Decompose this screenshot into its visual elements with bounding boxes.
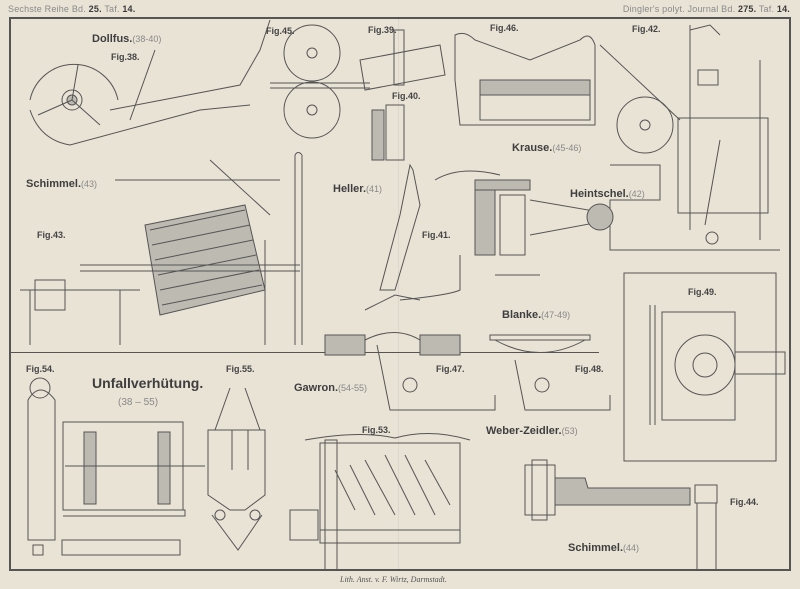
author-name: Heintschel. <box>570 188 629 200</box>
section-label-schimmel-44: Schimmel.(44) <box>568 542 639 554</box>
fig39-drawing <box>359 29 446 91</box>
plate-prefix: Taf. <box>758 4 775 14</box>
figure-range: (43) <box>81 179 98 189</box>
section-divider <box>9 352 599 353</box>
fig-label-42: Fig.42. <box>632 24 661 34</box>
fig38-drawing <box>29 19 271 146</box>
fig40-drawing <box>371 104 405 161</box>
fig47-drawing <box>324 332 496 411</box>
header-left: Sechste Reihe Bd. 25. Taf. 14. <box>8 4 135 14</box>
section-label-schimmel-43: Schimmel.(43) <box>26 178 97 190</box>
fig43-drawing <box>20 152 303 345</box>
fig-label-53: Fig.53. <box>362 425 391 435</box>
fig-label-46: Fig.46. <box>490 23 519 33</box>
fig53-drawing <box>289 432 471 571</box>
series-label: Sechste Reihe Bd. <box>8 4 86 14</box>
fig45-drawing <box>270 24 370 139</box>
section-label-weber-zeidler: Weber-Zeidler.(53) <box>486 425 578 437</box>
fig55-drawing <box>207 387 266 551</box>
plate-prefix: Taf. <box>104 4 120 14</box>
journal-label: Dingler's polyt. Journal Bd. <box>622 4 736 14</box>
figure-range: (41) <box>366 184 383 194</box>
fig-label-55: Fig.55. <box>226 364 255 374</box>
section-label-gawron: Gawron.(54-55) <box>294 382 367 394</box>
fig-label-39: Fig.39. <box>368 25 397 35</box>
fig54-drawing <box>27 377 205 556</box>
author-name: Blanke. <box>502 309 542 321</box>
section-label-heller: Heller.(41) <box>333 183 382 195</box>
author-name: Krause. <box>512 142 553 154</box>
plate-number: 14. <box>776 4 790 14</box>
author-name: Heller. <box>333 183 367 195</box>
volume-number: 275. <box>737 4 757 14</box>
figure-range: (38-40) <box>132 34 162 44</box>
fig-label-45: Fig.45. <box>266 26 295 36</box>
figure-range: (54-55) <box>338 383 368 393</box>
author-name: Schimmel. <box>26 178 82 190</box>
page-fold <box>398 17 399 571</box>
section-label-blanke: Blanke.(47-49) <box>502 309 570 321</box>
author-name: Weber-Zeidler. <box>486 425 562 437</box>
fig41-drawing <box>364 163 614 311</box>
fig-label-40: Fig.40. <box>392 91 421 101</box>
volume-number: 25. <box>88 4 102 14</box>
fig-label-44: Fig.44. <box>730 497 759 507</box>
figure-range: (42) <box>628 189 645 199</box>
section-label-heintschel: Heintschel.(42) <box>570 188 645 200</box>
lithographer-imprint: Lith. Anst. v. F. Wirtz, Darmstadt. <box>340 575 447 584</box>
fig42-drawing <box>599 24 780 251</box>
author-name: Gawron. <box>294 382 339 394</box>
figure-range: (45-46) <box>552 143 582 153</box>
fig-label-47: Fig.47. <box>436 364 465 374</box>
plate-frame <box>9 17 791 571</box>
main-title: Unfallverhütung. <box>92 375 204 391</box>
author-name: Dollfus. <box>92 33 133 45</box>
section-label-dollfus: Dollfus.(38-40) <box>92 33 161 45</box>
fig-label-54: Fig.54. <box>26 364 55 374</box>
fig46-drawing <box>454 32 596 126</box>
figure-range: (44) <box>623 543 640 553</box>
fig49-drawing <box>623 272 786 462</box>
section-label-krause: Krause.(45-46) <box>512 142 581 154</box>
fig-label-41: Fig.41. <box>422 230 451 240</box>
figure-range: (47-49) <box>541 310 571 320</box>
fig-label-49: Fig.49. <box>688 287 717 297</box>
fig-label-43: Fig.43. <box>37 230 66 240</box>
header-right: Dingler's polyt. Journal Bd. 275. Taf. 1… <box>623 4 790 14</box>
plate-number: 14. <box>122 4 136 14</box>
figure-range: (53) <box>561 426 578 436</box>
author-name: Schimmel. <box>568 542 624 554</box>
fig44-drawing <box>524 459 718 571</box>
fig-label-48: Fig.48. <box>575 364 604 374</box>
fig-label-38: Fig.38. <box>111 52 140 62</box>
main-title-range: (38 – 55) <box>118 397 159 408</box>
fig48-drawing <box>489 334 611 411</box>
